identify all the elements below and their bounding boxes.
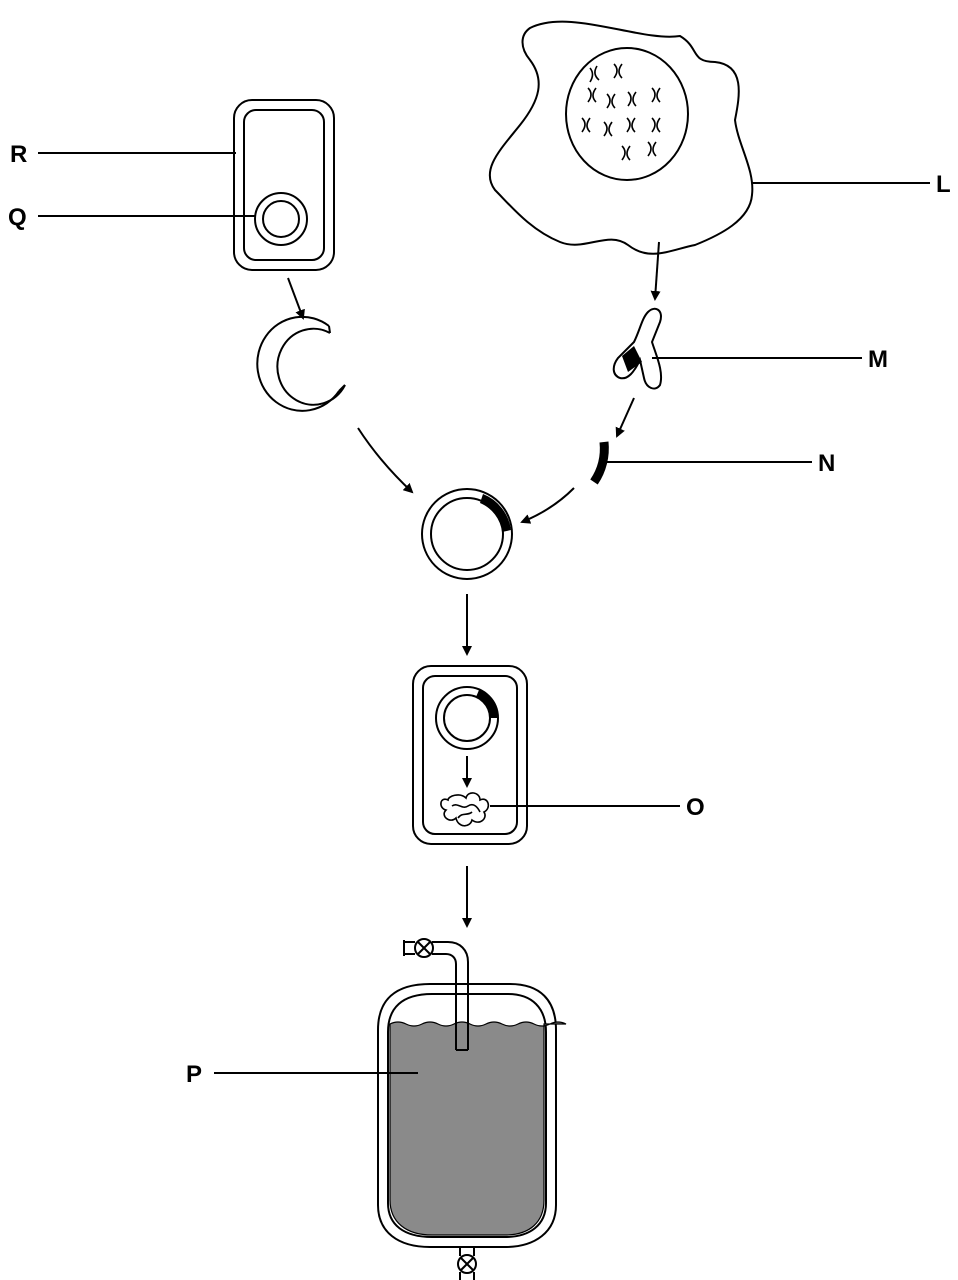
inlet-valve-icon (414, 938, 434, 958)
chromosomes (581, 63, 661, 161)
fermenter-medium (389, 1021, 567, 1236)
label-m: M (868, 346, 888, 373)
arrow-gene-to-recombinant (520, 487, 575, 524)
nucleus (565, 47, 689, 181)
cut-plasmid (256, 315, 346, 412)
plasmid-in-bacterium (254, 192, 308, 246)
label-p: P (186, 1061, 202, 1088)
gene-fragment (590, 441, 609, 485)
label-l: L (936, 171, 951, 198)
bacterial-cell (233, 99, 335, 271)
protein (440, 792, 490, 827)
label-q: Q (8, 204, 27, 231)
arrow-plasmid-to-recombinant (357, 427, 414, 494)
arrow-to-gene (615, 397, 635, 438)
human-cell (488, 20, 754, 255)
arrow-to-cut-plasmid (287, 277, 305, 320)
label-o: O (686, 794, 705, 821)
outlet-pipe (459, 1247, 475, 1280)
arrow-to-chromosome (650, 241, 661, 301)
chromosome (612, 307, 662, 390)
label-n: N (818, 450, 835, 477)
outlet-valve-icon (457, 1254, 477, 1274)
recombinant-plasmid-in-bacterium (435, 686, 499, 750)
inlet-pipe (403, 940, 469, 1051)
label-r: R (10, 141, 27, 168)
recombinant-plasmid (421, 488, 513, 580)
fermenter (377, 983, 557, 1248)
transformed-bacterium (412, 665, 528, 845)
